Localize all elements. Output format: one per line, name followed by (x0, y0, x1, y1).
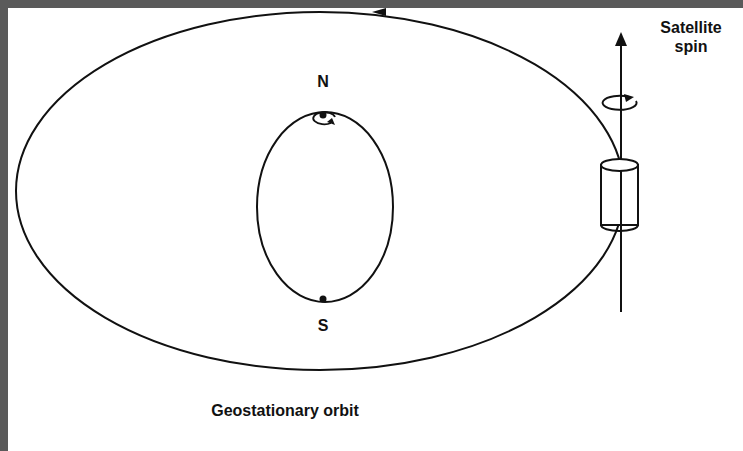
spin-label: Satellite spin (646, 18, 736, 56)
earth-ellipse (257, 112, 393, 302)
axis-arrowhead (615, 32, 627, 46)
satellite-top (601, 159, 638, 171)
spin-axis (620, 171, 622, 232)
pole-dot (320, 296, 327, 303)
pole-label: S (318, 316, 329, 335)
orbit-arrowhead (372, 8, 386, 16)
spin-arrowhead (624, 94, 634, 102)
earth-outline (250, 72, 400, 344)
earth-rotation-arrow (313, 112, 335, 124)
satellite-body (601, 165, 638, 225)
pole-label: N (317, 72, 329, 91)
caption: Geostationary orbit (211, 401, 359, 420)
spin-axis (620, 44, 622, 312)
earth-node: NS (250, 72, 400, 344)
rotation-arrowhead (327, 118, 335, 125)
satellite-bottom (601, 225, 638, 231)
orbit-ellipse (16, 12, 624, 370)
